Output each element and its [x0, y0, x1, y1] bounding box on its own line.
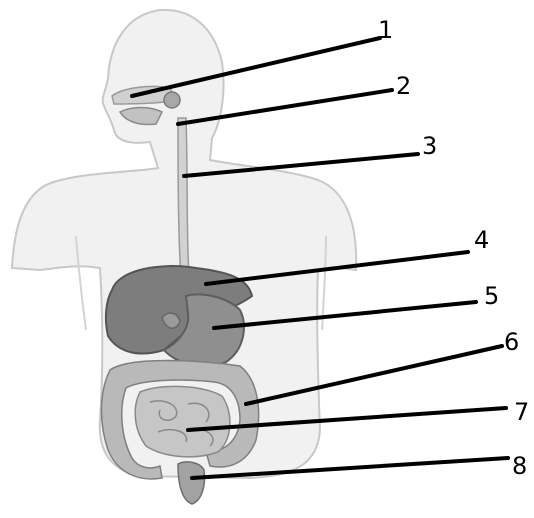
label-6: 6 [504, 328, 519, 356]
label-1: 1 [378, 16, 393, 44]
label-3: 3 [422, 132, 437, 160]
label-2: 2 [396, 72, 411, 100]
label-7: 7 [514, 398, 529, 426]
label-4: 4 [474, 226, 489, 254]
label-8: 8 [512, 452, 527, 480]
rectum [178, 462, 205, 504]
small-intestine [135, 386, 230, 456]
label-5: 5 [484, 282, 499, 310]
